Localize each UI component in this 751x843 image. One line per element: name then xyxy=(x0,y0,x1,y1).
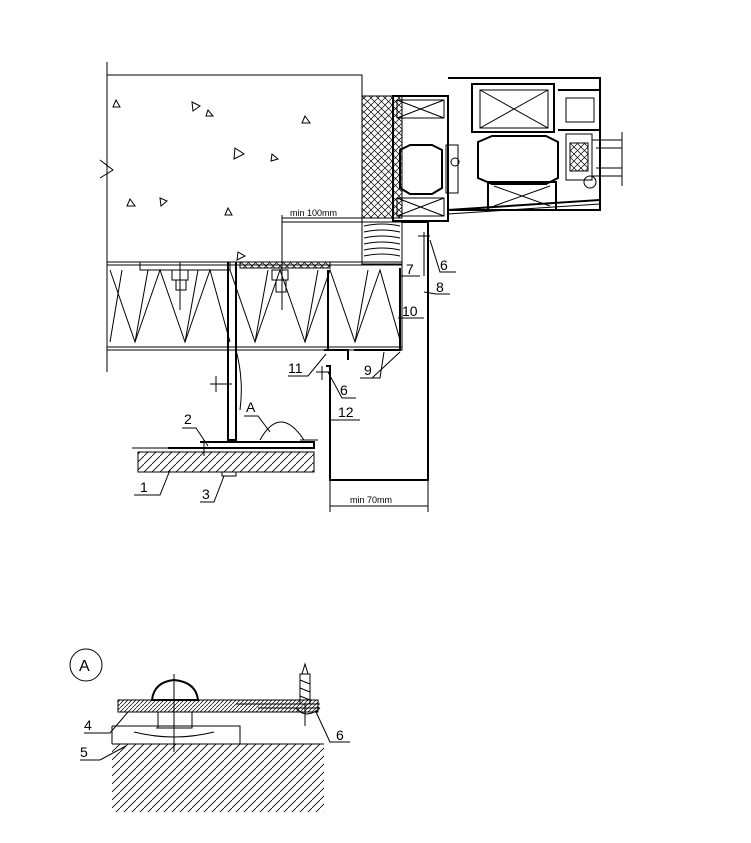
label-8: 8 xyxy=(436,279,444,295)
dimension-bottom-text: min 70mm xyxy=(350,495,392,505)
window-frame-profile xyxy=(392,77,623,222)
expansion-foam-filler xyxy=(361,221,403,265)
label-3: 3 xyxy=(202,486,210,502)
concrete-aggregate-marks xyxy=(112,98,311,261)
label-6a: 6 xyxy=(440,257,448,273)
label-9: 9 xyxy=(364,362,372,378)
detail-a-label: A xyxy=(79,658,90,675)
callout-labels: 1 2 3 A 11 6 12 9 10 7 6 8 xyxy=(134,239,456,503)
dimension-min-70mm: min 70mm xyxy=(329,480,429,512)
label-12: 12 xyxy=(338,404,354,420)
label-6c: 6 xyxy=(336,727,344,743)
flashing-profile xyxy=(326,221,430,481)
label-a-callout: A xyxy=(246,399,256,415)
label-4: 4 xyxy=(84,717,92,733)
label-7: 7 xyxy=(406,261,414,277)
label-2: 2 xyxy=(184,411,192,427)
crosshatch-seal-block xyxy=(361,95,403,219)
mounting-brackets xyxy=(139,261,401,441)
label-6b: 6 xyxy=(340,382,348,398)
label-11: 11 xyxy=(288,360,303,376)
dimension-top-text: min 100mm xyxy=(290,208,337,218)
insulation-layer xyxy=(106,261,403,351)
label-1: 1 xyxy=(140,479,148,495)
window-sill xyxy=(132,421,318,477)
label-5: 5 xyxy=(80,744,88,760)
detail-a: A 4 5 6 xyxy=(69,648,350,812)
dimension-min-100mm: min 100mm xyxy=(281,208,363,222)
label-10: 10 xyxy=(402,303,418,319)
